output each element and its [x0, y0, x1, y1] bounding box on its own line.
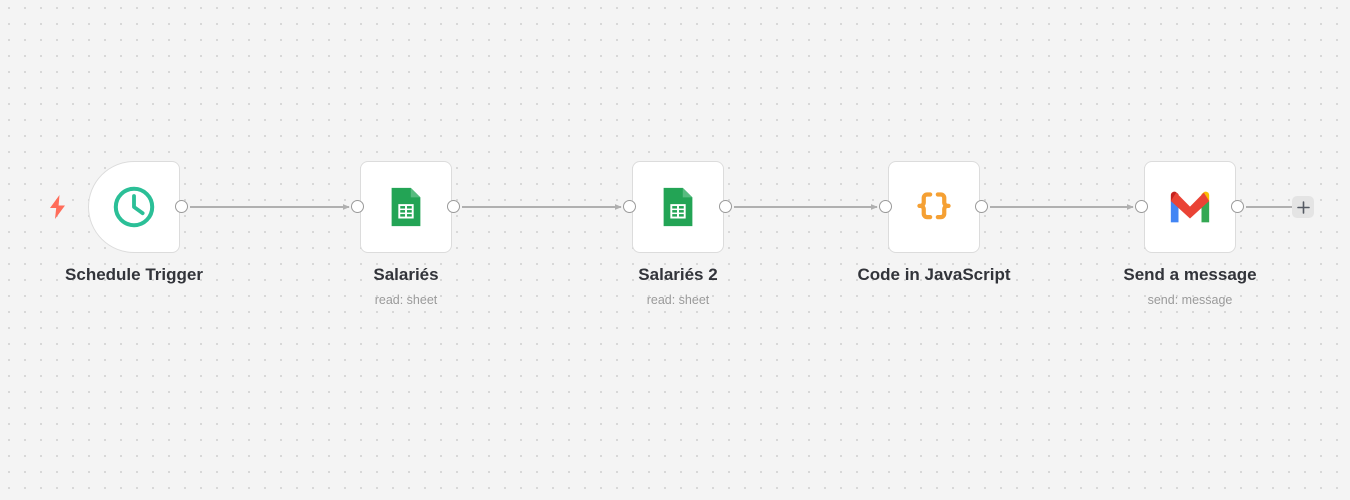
output-endpoint-salaries[interactable]	[447, 200, 460, 213]
node-title-code-in-javascript: Code in JavaScript	[857, 265, 1011, 284]
output-endpoint-code-in-javascript[interactable]	[975, 200, 988, 213]
workflow-node-code-in-javascript[interactable]	[888, 161, 980, 253]
workflow-node-send-a-message[interactable]	[1144, 161, 1236, 253]
add-node-button[interactable]	[1292, 196, 1314, 218]
google-sheets-icon	[391, 187, 421, 227]
node-title-schedule-trigger: Schedule Trigger	[65, 265, 203, 284]
input-endpoint-send-a-message[interactable]	[1135, 200, 1148, 213]
output-endpoint-send-a-message[interactable]	[1231, 200, 1244, 213]
output-endpoint-schedule-trigger[interactable]	[175, 200, 188, 213]
input-endpoint-salaries-2[interactable]	[623, 200, 636, 213]
node-caption-schedule-trigger: Schedule Trigger	[4, 264, 264, 286]
lightning-bolt-icon	[50, 195, 65, 219]
node-title-send-a-message: Send a message	[1123, 265, 1257, 284]
workflow-node-salaries[interactable]	[360, 161, 452, 253]
node-caption-salaries-2: Salariés 2 read: sheet	[548, 264, 808, 310]
clock-icon	[113, 186, 155, 228]
gmail-icon	[1170, 191, 1210, 223]
workflow-node-schedule-trigger[interactable]	[88, 161, 180, 253]
node-title-salaries: Salariés	[373, 265, 439, 284]
plus-icon	[1296, 200, 1310, 214]
input-endpoint-code-in-javascript[interactable]	[879, 200, 892, 213]
node-subtitle-salaries: read: sheet	[374, 293, 438, 307]
workflow-node-salaries-2[interactable]	[632, 161, 724, 253]
google-sheets-icon	[663, 187, 693, 227]
curly-braces-icon	[917, 192, 951, 220]
node-caption-send-a-message: Send a message send: message	[1060, 264, 1320, 310]
node-caption-salaries: Salariés read: sheet	[276, 264, 536, 310]
node-subtitle-salaries-2: read: sheet	[646, 293, 710, 307]
input-endpoint-salaries[interactable]	[351, 200, 364, 213]
node-subtitle-send-a-message: send: message	[1147, 293, 1233, 307]
node-caption-code-in-javascript: Code in JavaScript	[804, 264, 1064, 286]
node-title-salaries-2: Salariés 2	[638, 265, 718, 284]
output-endpoint-salaries-2[interactable]	[719, 200, 732, 213]
